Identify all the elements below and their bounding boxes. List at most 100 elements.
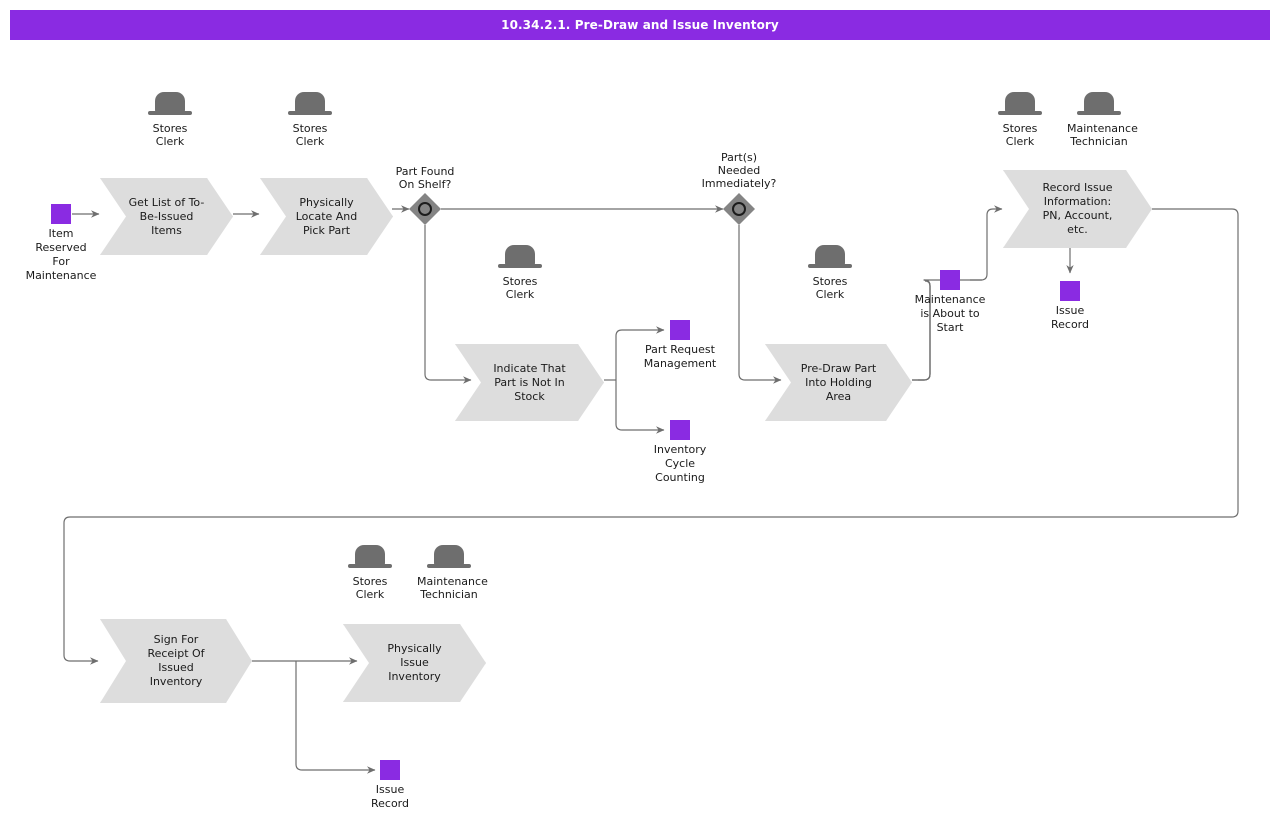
process-label-line4: etc. (1067, 223, 1088, 236)
event-square-icon (1060, 281, 1080, 301)
actor-stores-clerk-2: Stores Clerk (278, 92, 342, 148)
event-square-icon (670, 420, 690, 440)
actor-label-line1: Stores (502, 275, 538, 288)
actor-label-line1: Stores (352, 575, 388, 588)
process-label-line2: Issue (400, 656, 429, 669)
event-inventory-cycle-counting[interactable]: Inventory Cycle Counting (654, 420, 706, 484)
event-label-line3: Start (936, 321, 964, 334)
bowler-hat-icon (427, 545, 474, 573)
event-label-line2: Record (1050, 318, 1090, 331)
bowler-hat-icon (498, 245, 545, 273)
bowler-hat-icon (998, 92, 1045, 120)
event-square-icon (940, 270, 960, 290)
actor-label-line2: Clerk (355, 588, 385, 601)
event-square-icon (670, 320, 690, 340)
process-indicate-that-part-is-not-in-stock[interactable]: Indicate That Part is Not In Stock (455, 344, 604, 421)
actor-label-line1: Maintenance (417, 575, 488, 588)
actor-label-line1: Stores (812, 275, 848, 288)
bowler-hat-icon (288, 92, 335, 120)
decision-parts-needed-immediately[interactable] (723, 193, 758, 228)
actor-label-line2: Technician (420, 588, 478, 601)
actor-label-line2: Clerk (1005, 135, 1035, 148)
event-label-line2: Record (370, 797, 410, 810)
actor-stores-clerk-3: Stores Clerk (488, 245, 552, 301)
event-part-request-management[interactable]: Part Request Management (644, 320, 716, 370)
decision-part-found-on-shelf[interactable] (409, 193, 444, 228)
bowler-hat-icon (1077, 92, 1124, 120)
process-label-line1: Pre-Draw Part (800, 361, 877, 375)
event-issue-record-top[interactable]: Issue Record (1051, 281, 1089, 331)
process-label-line2: Part is Not In (494, 375, 565, 389)
event-label-line2: is About to (920, 307, 980, 320)
process-label-line3: Pick Part (302, 223, 351, 237)
actor-stores-clerk-1: Stores Clerk (138, 92, 202, 148)
process-label-line1: Sign For (153, 633, 199, 646)
process-physically-locate-and-pick-part[interactable]: Physically Locate And Pick Part (260, 178, 393, 255)
event-label-line3: Counting (655, 471, 705, 484)
event-label-line2: Management (643, 357, 717, 370)
event-label-line1: Maintenance (914, 293, 986, 306)
event-square-icon (51, 204, 71, 224)
decision-ring-icon (732, 202, 746, 216)
actor-label-line2: Clerk (155, 135, 185, 148)
page-title: 10.34.2.1. Pre-Draw and Issue Inventory (501, 18, 779, 32)
event-square-icon (380, 760, 400, 780)
process-label-line3: PN, Account, (1042, 209, 1113, 222)
process-label-line4: Inventory (149, 675, 203, 688)
process-pre-draw-part-into-holding-area[interactable]: Pre-Draw Part Into Holding Area (765, 344, 912, 421)
event-label-line4: Maintenance (25, 269, 97, 282)
edge-split-to-cyclecounting (615, 380, 665, 434)
process-sign-for-receipt-of-issued-inventory[interactable]: Sign For Receipt Of Issued Inventory (100, 619, 252, 703)
event-label-line1: Part Request (645, 343, 715, 356)
decision-label-line1: Part Found (395, 165, 455, 178)
process-label-line1: Indicate That (493, 361, 566, 375)
actor-label-line1: Stores (1002, 122, 1038, 135)
process-label-line3: Issued (158, 661, 194, 674)
process-label-line1: Record Issue (1042, 181, 1113, 194)
actor-stores-clerk-6: Stores Clerk (338, 545, 402, 601)
actor-label-line2: Clerk (505, 288, 535, 301)
event-label-line1: Item (48, 227, 74, 240)
process-label-line3: Items (151, 223, 182, 237)
event-label-line1: Inventory (653, 443, 707, 456)
diagram-title-bar: 10.34.2.1. Pre-Draw and Issue Inventory (10, 10, 1270, 40)
event-maintenance-is-about-to-start[interactable]: Maintenance is About to Start (915, 270, 985, 334)
process-label-line3: Area (825, 389, 852, 403)
process-label-line3: Stock (514, 389, 545, 403)
actor-stores-clerk-4: Stores Clerk (798, 245, 862, 301)
event-label-line1: Issue (375, 783, 405, 796)
decision-label-line3: Immediately? (701, 177, 777, 190)
process-label-line2: Be-Issued (139, 209, 194, 223)
decision-label-line2: On Shelf? (398, 178, 452, 191)
edge-maintstart-to-recordissue (970, 205, 1003, 281)
actor-label-line1: Stores (152, 122, 188, 135)
process-label-line2: Locate And (295, 209, 358, 223)
decision-label-part-found-on-shelf: Part Found On Shelf? (365, 165, 485, 191)
bowler-hat-icon (348, 545, 395, 573)
event-issue-record-bottom[interactable]: Issue Record (371, 760, 409, 810)
bowler-hat-icon (148, 92, 195, 120)
start-event-item-reserved[interactable]: Item Reserved For Maintenance (26, 204, 96, 282)
decision-label-parts-needed-immediately: Part(s) Needed Immediately? (679, 151, 799, 190)
actor-maintenance-technician-2: Maintenance Technician (417, 545, 488, 601)
process-label-line1: Physically (387, 642, 442, 655)
actor-label-line1: Maintenance (1067, 122, 1138, 135)
decision-ring-icon (418, 202, 432, 216)
edge-return-loop (63, 208, 1239, 665)
process-label-line3: Inventory (388, 670, 441, 683)
process-record-issue-information[interactable]: Record Issue Information: PN, Account, e… (1003, 170, 1152, 248)
process-label-line2: Receipt Of (147, 647, 205, 660)
process-physically-issue-inventory[interactable]: Physically Issue Inventory (343, 624, 486, 702)
decision-label-line1: Part(s) (720, 151, 758, 164)
bowler-hat-icon (808, 245, 855, 273)
process-get-list-of-to-be-issued-items[interactable]: Get List of To- Be-Issued Items (100, 178, 233, 255)
event-label-line2: Reserved (35, 241, 87, 254)
process-label-line1: Physically (299, 195, 354, 209)
actor-label-line2: Technician (1070, 135, 1128, 148)
event-label-line1: Issue (1055, 304, 1085, 317)
event-label-line3: For (52, 255, 70, 268)
process-label-line2: Information: (1043, 195, 1112, 208)
process-label-line1: Get List of To- (128, 195, 205, 209)
actor-label-line2: Clerk (295, 135, 325, 148)
